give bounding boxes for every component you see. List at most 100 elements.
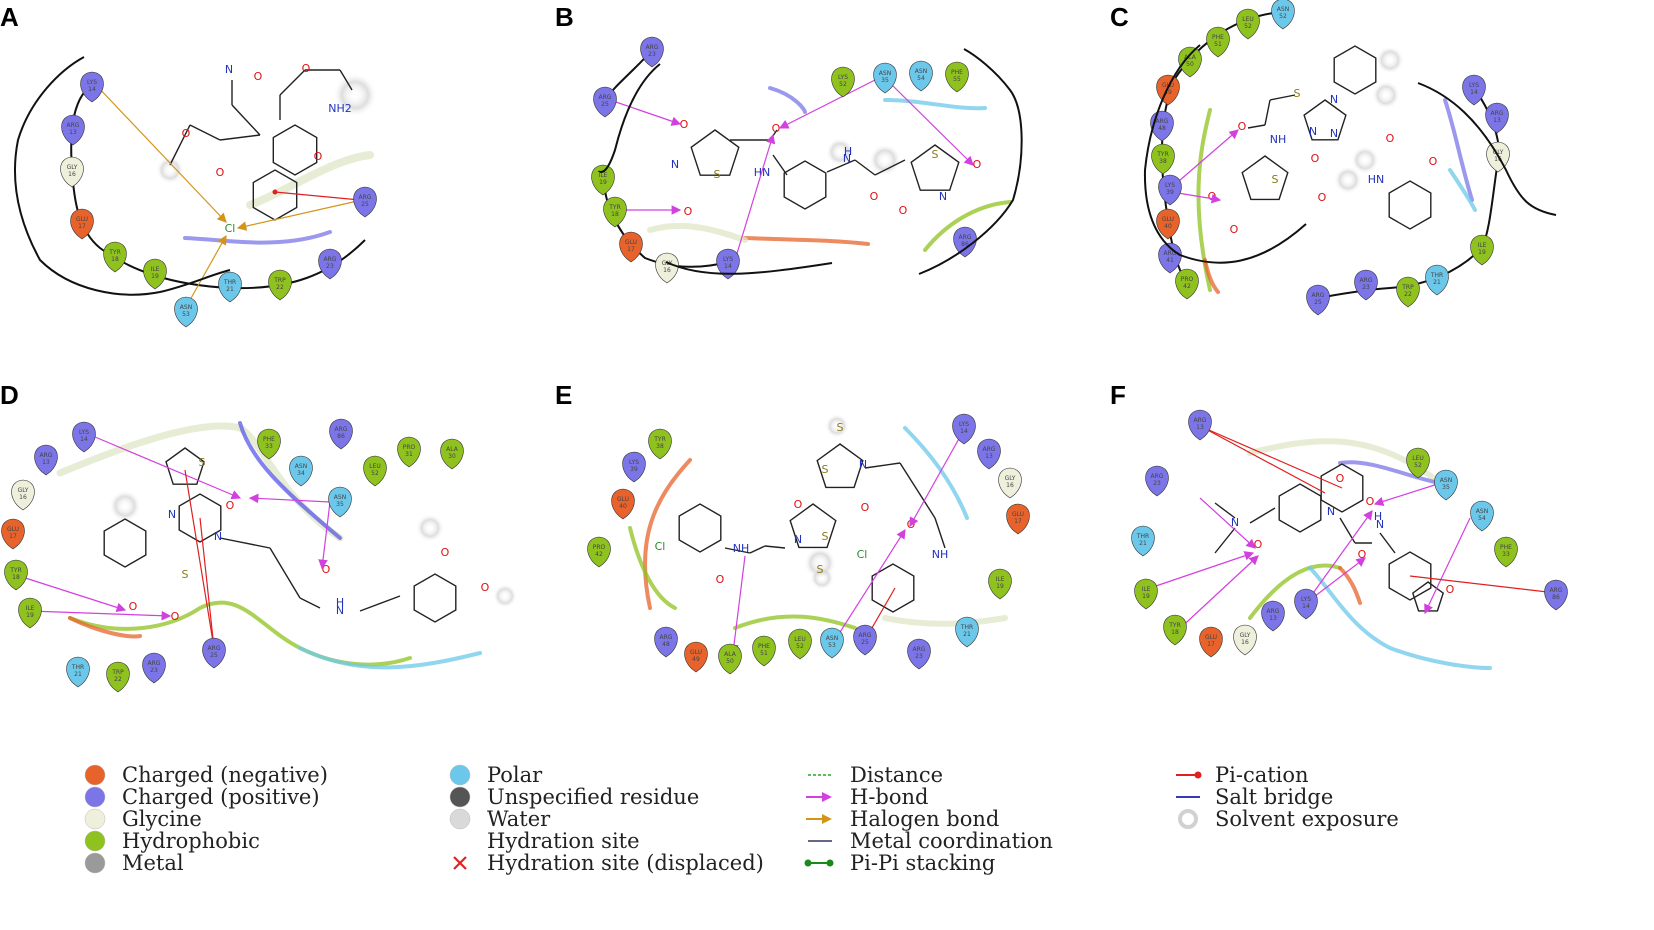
residue-shape <box>640 36 664 68</box>
atom-label: N <box>939 190 947 203</box>
residue-number: 25 <box>601 101 609 108</box>
residue-name: GLU <box>76 216 88 223</box>
solvent-halo <box>869 144 901 176</box>
interaction-ribbon <box>1338 566 1362 605</box>
residue-shape <box>1163 614 1187 646</box>
residue-name: THR <box>71 664 84 671</box>
residue-number: 55 <box>953 76 961 83</box>
legend-item: Distance <box>808 763 943 787</box>
benzoxazinone-ring <box>1278 483 1322 533</box>
residue-shape <box>1134 578 1158 610</box>
legend-swatch-ball <box>84 808 106 830</box>
residue-shape <box>1271 0 1295 30</box>
panel-letter: C <box>1110 2 1129 32</box>
chlorophenyl-ring <box>871 563 915 613</box>
solvent-halo <box>156 156 184 184</box>
backbone-line <box>13 56 231 296</box>
bond-line <box>724 547 751 554</box>
h-bond <box>729 555 746 655</box>
legend: Charged (negative)Charged (positive)Glyc… <box>84 763 1399 875</box>
residue-name: GLY <box>1240 632 1251 639</box>
residue-number: 42 <box>595 551 603 558</box>
bond-line <box>1247 124 1266 129</box>
thiophene-ring <box>165 447 205 485</box>
thiazolidine-ring <box>789 503 837 549</box>
atom-label: O <box>182 127 191 140</box>
residue-shape <box>103 241 127 273</box>
atom-label: S <box>822 463 829 476</box>
residue-shape <box>1485 102 1509 134</box>
residue-name: ARG <box>660 634 673 641</box>
residue-number: 16 <box>1494 156 1502 163</box>
residue-shape <box>1151 143 1175 175</box>
residue-name: ARG <box>40 452 53 459</box>
residue-number: 21 <box>74 671 82 678</box>
residue-shape <box>1462 74 1486 106</box>
atom-label: O <box>772 122 781 135</box>
residue-number: 52 <box>371 470 379 477</box>
residue-number: 52 <box>1279 13 1287 20</box>
interaction-ribbon <box>642 458 692 610</box>
residue-number: 14 <box>724 263 732 270</box>
h-bond <box>909 427 966 528</box>
atom-label: O <box>1429 155 1438 168</box>
residue-number: 33 <box>265 443 273 450</box>
residue-shape <box>953 226 977 258</box>
atom-label: O <box>129 600 138 613</box>
residue-number: 19 <box>26 612 34 619</box>
residue-number: 18 <box>1171 629 1179 636</box>
residue-number: 50 <box>726 658 734 665</box>
residue-number: 13 <box>1493 117 1501 124</box>
pi-cation <box>1409 575 1557 594</box>
atom-label: O <box>794 498 803 511</box>
halogen-bond <box>95 84 227 223</box>
residue-number: 49 <box>692 656 700 663</box>
residue-name: ARG <box>148 660 161 667</box>
residue-name: LYS <box>1165 182 1175 189</box>
backbone-line <box>1143 44 1557 264</box>
bond-line <box>764 545 786 549</box>
residue-name: ARG <box>1151 473 1164 480</box>
residue-number: 16 <box>663 267 671 274</box>
atom-label: O <box>226 499 235 512</box>
residue-name: ARG <box>1194 417 1207 424</box>
residue-name: TYR <box>9 567 22 574</box>
residue-shape <box>655 252 679 284</box>
atom-label: O <box>481 581 490 594</box>
residue-shape <box>873 62 897 94</box>
residue-number: 17 <box>627 246 635 253</box>
residue-shape <box>1233 624 1257 656</box>
interaction-ribbon <box>903 426 969 520</box>
residue-number: 13 <box>985 453 993 460</box>
atom-label: O <box>1238 120 1247 133</box>
interaction-ribbon <box>1203 258 1220 294</box>
residue-shape <box>591 164 615 196</box>
residue-shape <box>788 628 812 660</box>
bond-line <box>299 597 321 609</box>
h-bond <box>890 83 974 166</box>
residue-shape <box>4 559 28 591</box>
residue-number: 17 <box>1014 518 1022 525</box>
atom-label: H <box>844 145 852 158</box>
residue-shape <box>1145 465 1169 497</box>
residue-shape <box>648 428 672 460</box>
residue-number: 17 <box>78 223 86 230</box>
interaction-ribbon <box>733 614 857 630</box>
panel-a: ANOOONH2OOClLYS14ARG13GLY16GLU17TYR18ILE… <box>0 2 377 328</box>
legend-swatch-cross <box>453 856 467 870</box>
residue-shape <box>257 428 281 460</box>
atom-label: N <box>794 533 802 546</box>
